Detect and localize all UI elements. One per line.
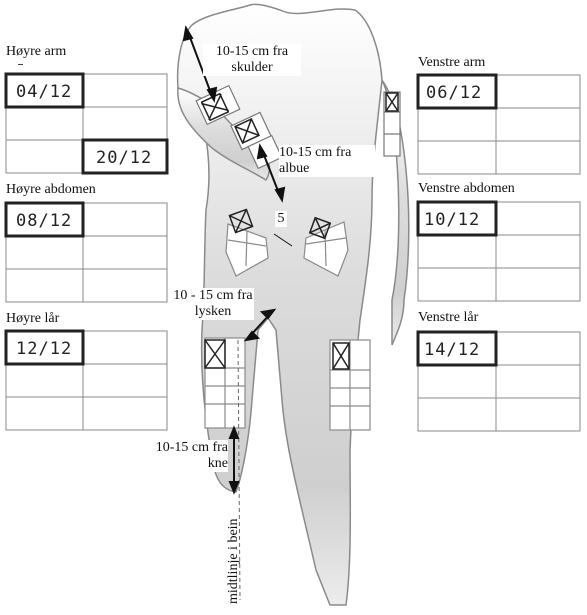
- table-left-abdomen: [417, 201, 581, 302]
- left-arm-cross: [385, 92, 399, 112]
- annotation-midline: midtlinje i bein: [226, 518, 241, 604]
- label-right-arm: Høyre arm: [6, 44, 67, 59]
- label-left-thigh: Venstre lår: [418, 310, 479, 325]
- left-arm-outline: [381, 79, 410, 346]
- annotation-shoulder: 10-15 cm fra skulder: [203, 44, 301, 76]
- filled-cells: [4, 72, 498, 367]
- leg-midline: [237, 339, 241, 601]
- abdomen-left-fan: [303, 221, 349, 277]
- label-left-arm: Venstre arm: [418, 55, 486, 70]
- thigh-crosses: [204, 339, 350, 370]
- date-right-abdomen-1: 08/12: [16, 211, 72, 231]
- label-right-thigh: Høyre lår: [6, 311, 60, 326]
- date-left-arm-1: 06/12: [426, 83, 482, 103]
- date-left-thigh-1: 14/12: [424, 340, 480, 360]
- date-right-thigh-1: 12/12: [16, 339, 72, 359]
- annotation-navel: 5: [275, 211, 287, 227]
- abdomen-right-fan: [225, 223, 269, 277]
- label-right-abdomen: Høyre abdomen: [6, 182, 96, 197]
- right-arm-crosses: [200, 92, 260, 144]
- label-dash: [18, 64, 23, 65]
- annotation-groin: 10 - 15 cm fra lysken: [172, 288, 254, 320]
- date-left-abdomen-1: 10/12: [424, 210, 480, 230]
- date-right-arm-2: 20/12: [96, 148, 152, 168]
- date-right-arm-1: 04/12: [16, 82, 72, 102]
- annotation-knee: 10-15 cm fra kne: [140, 440, 228, 472]
- left-thigh-zone: [329, 339, 371, 431]
- abdomen-crosses: [228, 208, 332, 240]
- label-left-abdomen: Venstre abdomen: [418, 181, 515, 196]
- navel-arrow: [273, 233, 293, 247]
- annotation-elbow: 10-15 cm fra albue: [279, 145, 375, 177]
- distance-arrows: [182, 25, 286, 495]
